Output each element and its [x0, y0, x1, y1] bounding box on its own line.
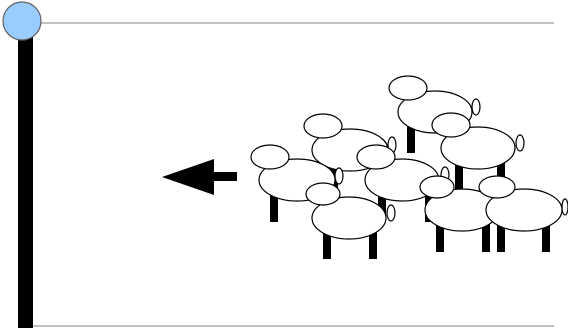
left-arrow-icon — [162, 159, 237, 195]
sheep-flock — [250, 75, 568, 259]
fence-post — [18, 30, 33, 328]
sheep — [305, 182, 396, 259]
sheep — [419, 175, 508, 252]
post-cap-circle — [2, 1, 42, 41]
sheep — [431, 112, 525, 190]
sheep — [478, 175, 568, 252]
